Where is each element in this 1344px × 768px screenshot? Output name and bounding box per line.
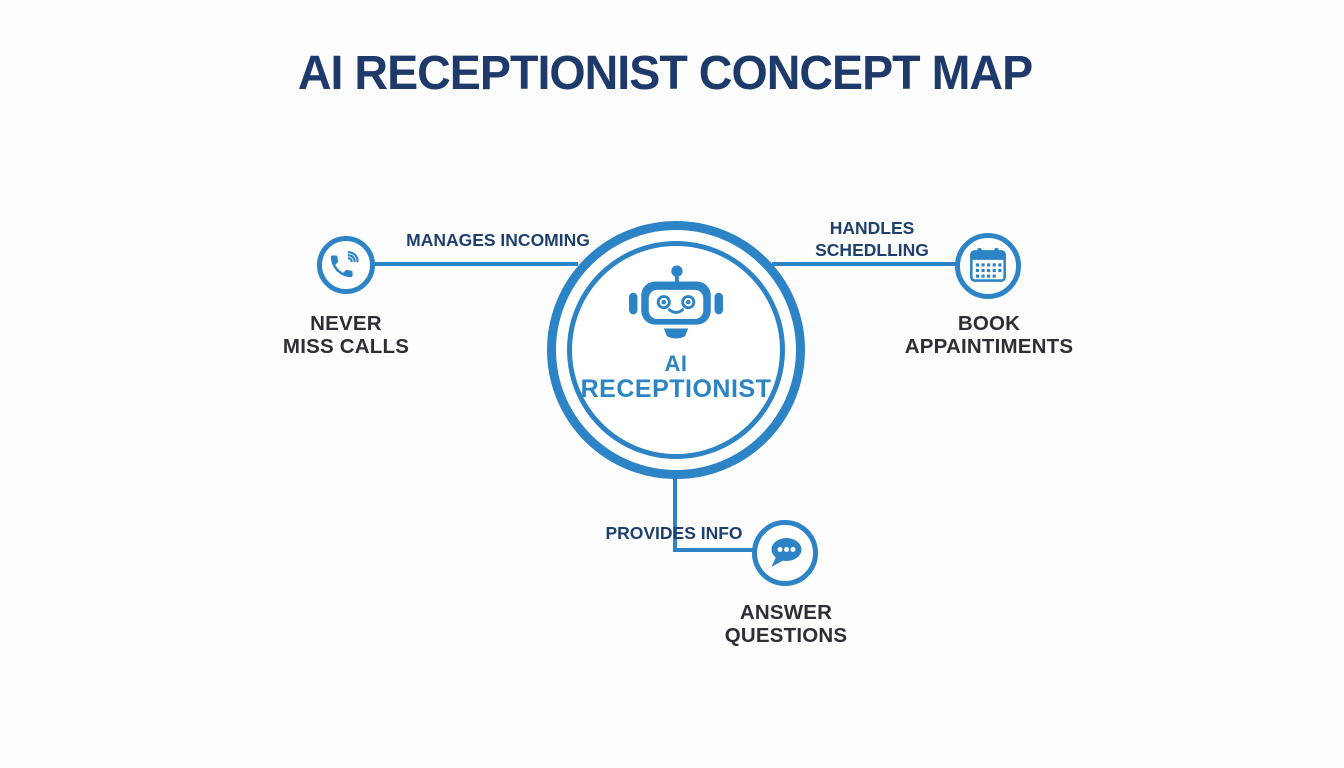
node-label-appointments-line1: BOOK	[957, 312, 1021, 335]
edge-label-manages-incoming: MANAGES INCOMING	[406, 230, 590, 250]
node-label-appointments-line2: APPAINTIMENTS	[904, 335, 1074, 358]
node-answer-questions	[752, 520, 818, 586]
center-node-label-line1: AI	[664, 350, 688, 376]
phone-icon	[329, 250, 363, 281]
edge-label-provides-info: PROVIDES INFO	[605, 523, 743, 543]
center-node-label-line2: RECEPTIONIST	[580, 374, 772, 403]
node-label-never-miss-calls: NEVER MISS CALLS	[246, 312, 446, 358]
edge-line-questions-vertical	[673, 474, 677, 552]
node-never-miss-calls	[317, 236, 375, 294]
node-book-appointments	[955, 233, 1021, 299]
edge-label-handles-line1: HANDLES	[829, 218, 915, 238]
node-label-calls-line1: NEVER	[310, 312, 382, 335]
node-label-questions-line1: ANSWER	[739, 601, 833, 624]
center-node: AI RECEPTIONIST	[567, 241, 785, 459]
node-label-questions-line2: QUESTIONS	[724, 624, 848, 647]
page-title: AI RECEPTIONIST CONCEPT MAP	[297, 47, 1033, 100]
calendar-icon	[969, 248, 1007, 284]
chat-icon	[765, 536, 805, 570]
robot-icon	[629, 264, 723, 344]
edge-label-handles-scheduling: HANDLES SCHEDLLING	[782, 217, 962, 261]
node-label-calls-line2: MISS CALLS	[282, 335, 410, 358]
edge-label-handles-line2: SCHEDLLING	[815, 240, 929, 260]
center-node-outer-ring: AI RECEPTIONIST	[547, 221, 805, 479]
node-label-book-appointments: BOOK APPAINTIMENTS	[886, 312, 1092, 358]
edge-line-calls	[372, 262, 578, 266]
edge-line-appointments	[772, 262, 957, 266]
edge-line-questions-horizontal	[673, 548, 755, 552]
node-label-answer-questions: ANSWER QUESTIONS	[686, 601, 886, 647]
